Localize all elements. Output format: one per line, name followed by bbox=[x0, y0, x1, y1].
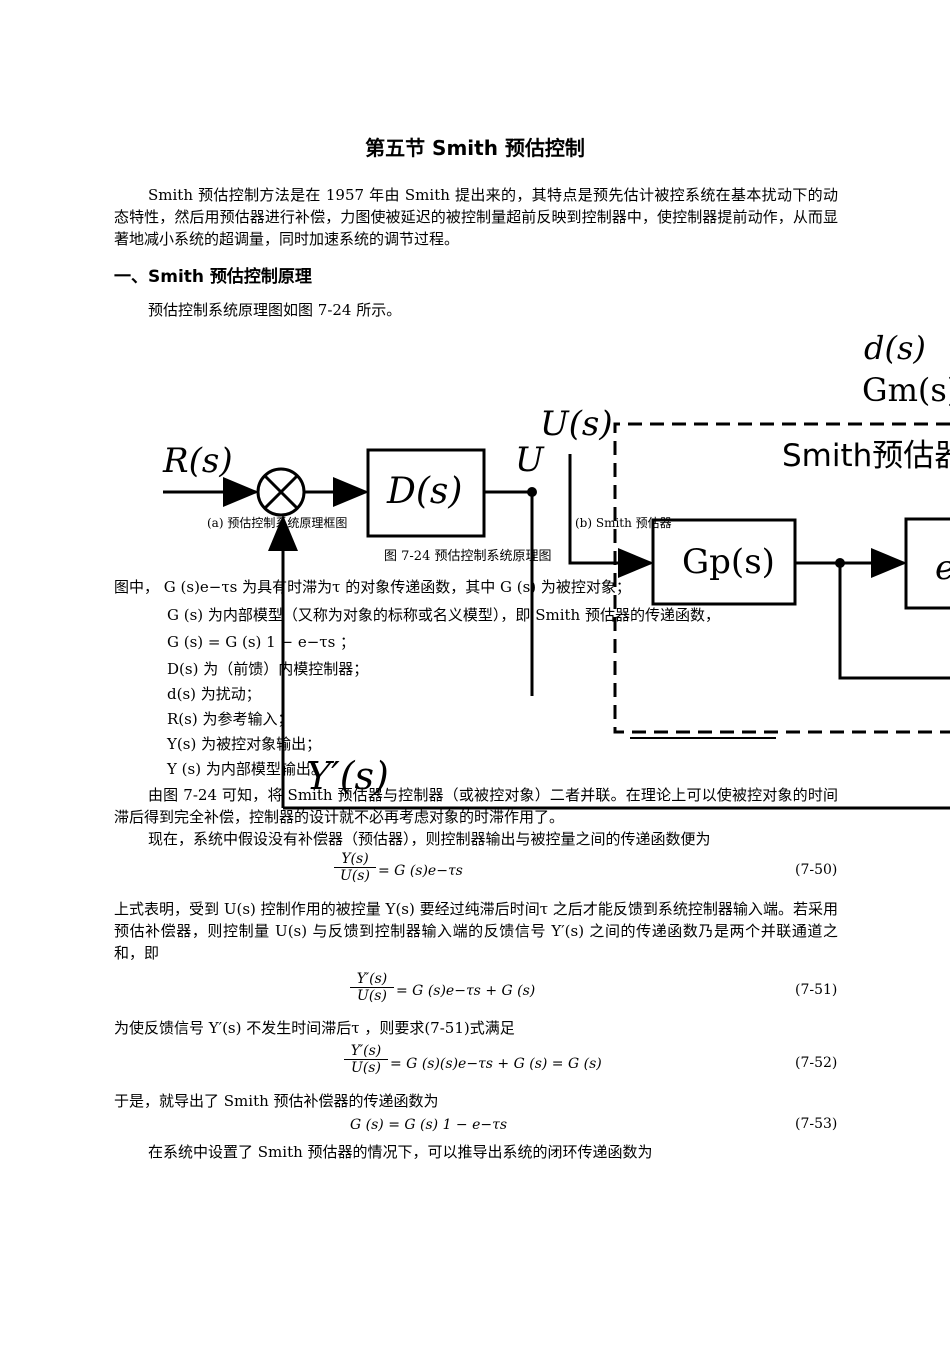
intro-paragraph: Smith 预估控制方法是在 1957 年由 Smith 提出来的，其特点是预先… bbox=[114, 186, 838, 248]
smith-predictor-box bbox=[613, 422, 950, 734]
definition-line: G (s) = G (s) 1 − e−τs ； bbox=[167, 633, 356, 651]
body-paragraph: 现在，系统中假设没有补偿器（预估器），则控制器输出与被控量之间的传递函数便为 bbox=[148, 830, 711, 848]
control-signal-label: U bbox=[515, 440, 544, 480]
body-paragraph: 由图 7-24 可知，将 Smith 预估器与控制器（或被控对象）二者并联。在理… bbox=[114, 786, 838, 826]
equation-rhs: = G (s)e−τs bbox=[378, 863, 463, 879]
page-title: 第五节 Smith 预估控制 bbox=[365, 136, 585, 160]
definition-line: D(s) 为（前馈）内模控制器； bbox=[167, 660, 369, 678]
section-heading: 一、Smith 预估控制原理 bbox=[114, 267, 312, 287]
equation-number: (7-52) bbox=[795, 1055, 838, 1071]
predictor-input-label: U(s) bbox=[540, 404, 613, 444]
figure-intro-text: 预估控制系统原理图如图 7-24 所示。 bbox=[148, 301, 402, 319]
equation-fraction: Y(s) U(s) bbox=[334, 851, 376, 884]
equation-rhs: = G (s)(s)e−τs + G (s) = G (s) bbox=[390, 1056, 602, 1072]
disturbance-label: d(s) bbox=[864, 329, 926, 367]
plant-block bbox=[651, 518, 797, 606]
feedback-signal-label: Y′(s) bbox=[306, 754, 389, 798]
equation-fraction: Y′(s) U(s) bbox=[344, 1043, 388, 1076]
predictor-input-arrow bbox=[568, 454, 654, 578]
caption-a: (a) 预估控制系统原理框图 bbox=[207, 516, 348, 530]
definition-line: d(s) 为扰动； bbox=[167, 685, 261, 703]
smith-predictor-title: Smith预估器 bbox=[782, 438, 950, 474]
figure-caption: 图 7-24 预估控制系统原理图 bbox=[384, 549, 552, 564]
body-paragraph: 在系统中设置了 Smith 预估器的情况下，可以推导出系统的闭环传递函数为 bbox=[148, 1143, 653, 1161]
delay-block bbox=[904, 517, 950, 610]
equation-rhs: = G (s)e−τs + G (s) bbox=[396, 983, 536, 999]
reference-input-label: R(s) bbox=[163, 441, 233, 481]
model-label: Gm(s) bbox=[862, 371, 950, 409]
body-paragraph: 上式表明，受到 U(s) 控制作用的被控量 Y(s) 要经过纯滞后时间τ 之后才… bbox=[114, 900, 838, 962]
caption-b: (b) Smith 预估器 bbox=[575, 516, 672, 530]
definition-line: R(s) 为参考输入； bbox=[167, 710, 293, 728]
definition-line: 图中， G (s)e−τs 为具有时滞为τ 的对象传递函数，其中 G (s) 为… bbox=[114, 578, 631, 596]
definition-line: G (s) 为内部模型（又称为对象的标称或名义模型），即 Smith 预估器的传… bbox=[167, 606, 720, 624]
definition-line: Y(s) 为被控对象输出； bbox=[167, 735, 322, 753]
equation-fraction: Y′(s) U(s) bbox=[350, 971, 394, 1004]
equation-rhs: G (s) = G (s) 1 − e−τs bbox=[350, 1117, 508, 1133]
delay-label: e bbox=[935, 548, 950, 588]
controller-label: D(s) bbox=[387, 471, 463, 512]
plant-label: Gp(s) bbox=[682, 542, 775, 582]
body-paragraph: 为使反馈信号 Y′(s) 不发生时间滞后τ ，则要求(7-51)式满足 bbox=[114, 1019, 515, 1037]
definition-line: Y (s) 为内部模型输出。 bbox=[167, 760, 326, 778]
equation-number: (7-51) bbox=[795, 982, 838, 998]
equation-number: (7-50) bbox=[795, 862, 838, 878]
equation-number: (7-53) bbox=[795, 1116, 838, 1132]
body-paragraph: 于是，就导出了 Smith 预估补偿器的传递函数为 bbox=[114, 1092, 439, 1110]
